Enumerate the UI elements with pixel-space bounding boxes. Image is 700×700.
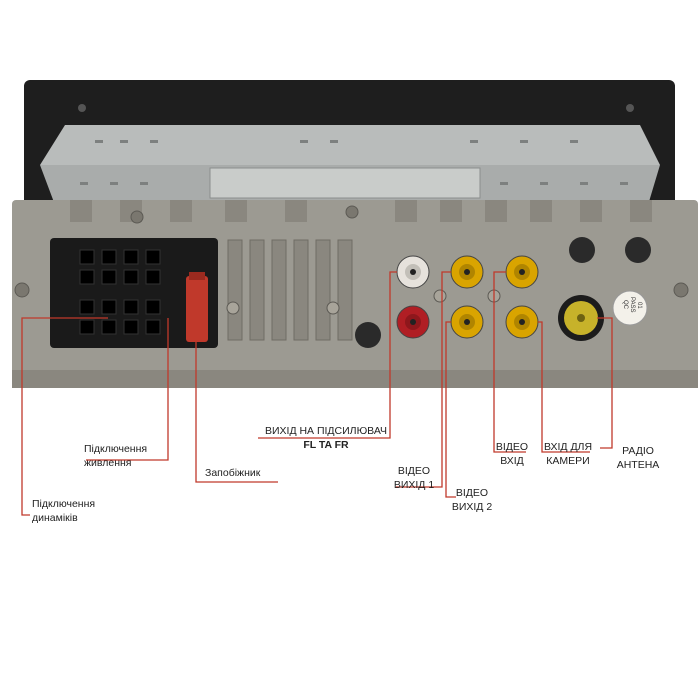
iso-connector-pins — [79, 249, 161, 335]
chassis-screw-left — [14, 282, 30, 298]
top-ribs — [70, 200, 652, 222]
label-power: Підключення живлення — [84, 442, 147, 470]
label-fuse-line1: Запобіжник — [205, 467, 261, 479]
label-video-in-line1: ВІДЕО — [495, 441, 529, 453]
heatsink-screw-1 — [226, 301, 240, 315]
label-amp-out-line1: ВИХІД НА ПІДСИЛЮВАЧ — [264, 425, 388, 437]
qc-sticker-text-2: PASS — [629, 297, 635, 313]
rca-screw-1 — [433, 289, 447, 303]
leader-radio-antenna — [597, 317, 613, 449]
top-label-sticker — [209, 167, 481, 199]
leader-video-out-2 — [445, 321, 456, 498]
label-camera-in: ВХІД ДЛЯ КАМЕРИ — [540, 440, 596, 468]
label-fuse: Запобіжник — [205, 466, 260, 480]
leader-fuse — [195, 342, 278, 483]
faceplate-screw-left — [78, 104, 86, 112]
chassis-screw-right — [673, 282, 689, 298]
label-video-in-line2: ВХІД — [500, 455, 524, 467]
label-radio-antenna-line2: АНТЕНА — [616, 459, 660, 471]
label-amp-out-line2: FL TA FR — [303, 439, 349, 451]
label-video-out-1-line1: ВІДЕО — [397, 465, 431, 477]
blank-hole-2 — [625, 237, 651, 263]
leader-video-in — [493, 271, 526, 453]
rca-video-in — [505, 255, 539, 289]
label-amp-out: ВИХІД НА ПІДСИЛЮВАЧ FL TA FR — [258, 424, 394, 452]
blank-hole-1 — [569, 237, 595, 263]
fuse-top — [189, 272, 205, 280]
leader-amp-out — [258, 271, 397, 439]
top-cover — [40, 125, 660, 165]
label-radio-antenna: РАДІО АНТЕНА — [612, 444, 664, 472]
rca-amp-out-right — [396, 305, 430, 339]
leader-lines — [21, 271, 613, 516]
label-speakers-line2: динаміків — [32, 512, 78, 524]
chassis-screw-top-left — [130, 210, 144, 224]
rear-chassis-bottom-rib — [12, 370, 698, 388]
label-radio-antenna-line1: РАДІО — [622, 445, 654, 457]
label-video-out-2: ВІДЕО ВИХІД 2 — [450, 486, 494, 514]
label-video-in: ВІДЕО ВХІД — [492, 440, 532, 468]
label-camera-in-line1: ВХІД ДЛЯ — [543, 441, 593, 453]
label-power-line2: живлення — [84, 457, 132, 469]
qc-sticker-text-1: QC — [622, 300, 628, 310]
qc-sticker — [612, 290, 648, 326]
chassis-screw-top-mid — [345, 205, 359, 219]
label-speakers: Підключення динаміків — [32, 497, 95, 525]
rca-amp-out-left — [396, 255, 430, 289]
label-video-out-2-line1: ВІДЕО — [455, 487, 489, 499]
label-speakers-line1: Підключення — [32, 498, 96, 510]
rca-video-out-1 — [450, 255, 484, 289]
heatsink-screw-2 — [326, 301, 340, 315]
vent-holes — [80, 140, 628, 185]
faceplate-screw-right — [626, 104, 634, 112]
label-video-out-2-line2: ВИХІД 2 — [451, 501, 493, 513]
label-power-line1: Підключення — [84, 443, 148, 455]
leader-speakers — [21, 317, 108, 516]
label-camera-in-line2: КАМЕРИ — [546, 455, 590, 467]
radio-antenna-pin — [577, 314, 585, 322]
rca-video-out-2 — [450, 305, 484, 339]
leader-video-out-1 — [396, 271, 451, 488]
rca-camera-in — [505, 305, 539, 339]
leader-camera-in — [538, 321, 590, 453]
label-video-out-1: ВІДЕО ВИХІД 1 — [392, 464, 436, 492]
leader-power — [86, 318, 169, 461]
qc-sticker-text-3: 01 — [636, 302, 642, 309]
label-video-out-1-line2: ВИХІД 1 — [393, 479, 435, 491]
heatsink — [227, 239, 353, 341]
chassis-hole — [355, 322, 381, 348]
fuse — [186, 276, 208, 342]
